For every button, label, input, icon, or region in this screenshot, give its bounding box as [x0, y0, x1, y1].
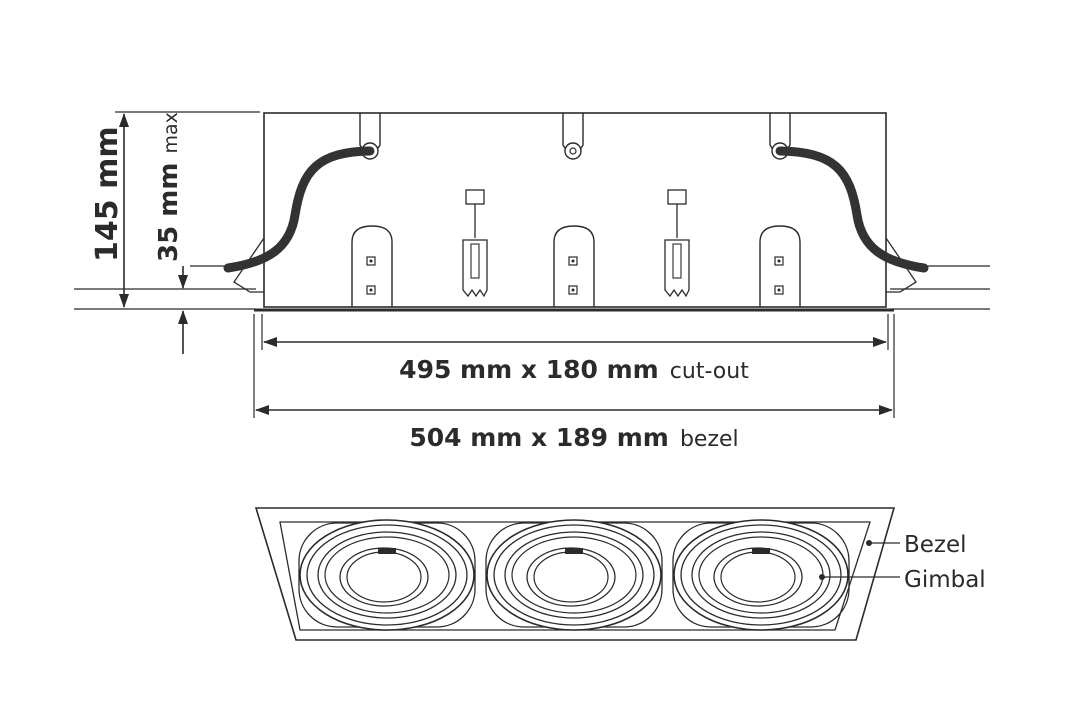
- gimbal-ring: [306, 524, 468, 626]
- gimbal-callout-label: Gimbal: [904, 567, 986, 593]
- depth-dimension-label: 35 mm max: [154, 112, 184, 262]
- gimbal-ring: [680, 524, 842, 626]
- depth-suffix: max: [160, 112, 182, 153]
- gimbal-group: [298, 519, 850, 631]
- cutout-dimension-label: 495 mm x 180 mm cut-out: [399, 355, 749, 384]
- cutout-value: 495 mm x 180 mm: [399, 355, 659, 384]
- side-view: 145 mm 35 mm max 495 mm x 180 mm cut-out…: [74, 111, 990, 452]
- lamp-notch: [565, 548, 583, 554]
- latch-right: [664, 189, 690, 298]
- height-dimension-label: 145 mm: [90, 126, 125, 262]
- cable-right: [775, 146, 929, 273]
- gimbal-ring: [504, 531, 644, 619]
- lamp-notch: [378, 548, 396, 554]
- front-view: Bezel Gimbal: [254, 507, 986, 641]
- depth-value: 35 mm: [154, 163, 184, 262]
- housing-box: [263, 112, 887, 308]
- lamp-notch: [752, 548, 770, 554]
- cutout-suffix: cut-out: [670, 359, 749, 384]
- mount-tab-center: [562, 113, 584, 160]
- bezel-callout-label: Bezel: [904, 532, 967, 558]
- gimbal-ring: [324, 536, 450, 614]
- cable-left: [223, 146, 375, 273]
- gimbal-unit-2: [485, 519, 663, 631]
- bezel-outline: [254, 507, 896, 641]
- bezel-dimension-label: 504 mm x 189 mm bezel: [409, 423, 738, 452]
- gimbal-ring: [493, 524, 655, 626]
- bracket-center: [553, 225, 595, 307]
- bracket-right: [759, 225, 801, 307]
- latch-left: [462, 189, 488, 298]
- gimbal-unit-3: [672, 519, 850, 631]
- gimbal-callout-dot: [819, 574, 825, 580]
- bezel-value: 504 mm x 189 mm: [409, 423, 669, 452]
- bracket-left: [351, 225, 393, 307]
- bezel-inner-outline: [279, 521, 871, 631]
- gimbal-ring: [317, 531, 457, 619]
- bezel-suffix: bezel: [680, 427, 739, 452]
- gimbal-unit-1: [298, 519, 476, 631]
- bezel-callout-dot: [866, 540, 872, 546]
- gimbal-ring: [691, 531, 831, 619]
- gimbal-ring: [511, 536, 637, 614]
